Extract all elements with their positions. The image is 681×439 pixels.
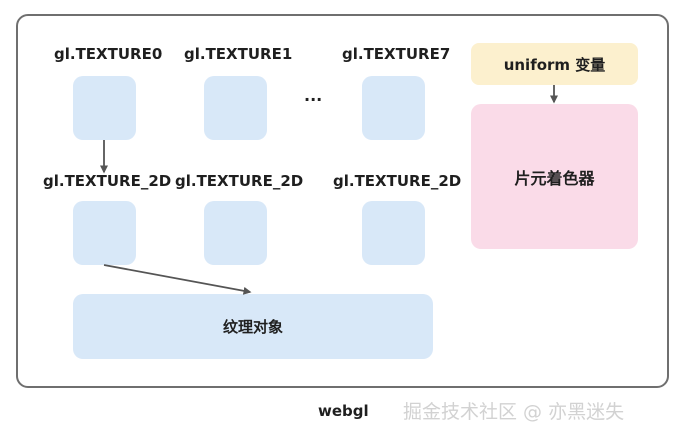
texture-object-label: 纹理对象 xyxy=(222,318,283,336)
texture-unit-7-box xyxy=(362,76,425,140)
fragment-shader-box: 片元着色器 xyxy=(471,104,638,249)
ellipsis: ... xyxy=(304,86,323,105)
fragment-shader-label: 片元着色器 xyxy=(514,168,595,188)
watermark: 掘金技术社区 @ 亦黑迷失 xyxy=(403,401,625,423)
texture-unit-7-label: gl.TEXTURE7 xyxy=(342,45,451,63)
texture-unit-1-label: gl.TEXTURE1 xyxy=(184,45,293,63)
webgl-caption: webgl xyxy=(318,402,369,420)
texture-unit-0-label: gl.TEXTURE0 xyxy=(54,45,163,63)
texture-2d-box-0 xyxy=(73,201,136,265)
texture-2d-box-7 xyxy=(362,201,425,265)
texture-2d-label-0: gl.TEXTURE_2D xyxy=(43,172,172,190)
uniform-variable-box: uniform 变量 xyxy=(471,43,638,85)
texture-2d-label-1: gl.TEXTURE_2D xyxy=(175,172,304,190)
texture-unit-1-box xyxy=(204,76,267,140)
texture-2d-box-1 xyxy=(204,201,267,265)
texture-2d-label-7: gl.TEXTURE_2D xyxy=(333,172,462,190)
texture-object-box: 纹理对象 xyxy=(73,294,433,359)
uniform-variable-label: uniform 变量 xyxy=(503,55,606,74)
texture-unit-0-box xyxy=(73,76,136,140)
